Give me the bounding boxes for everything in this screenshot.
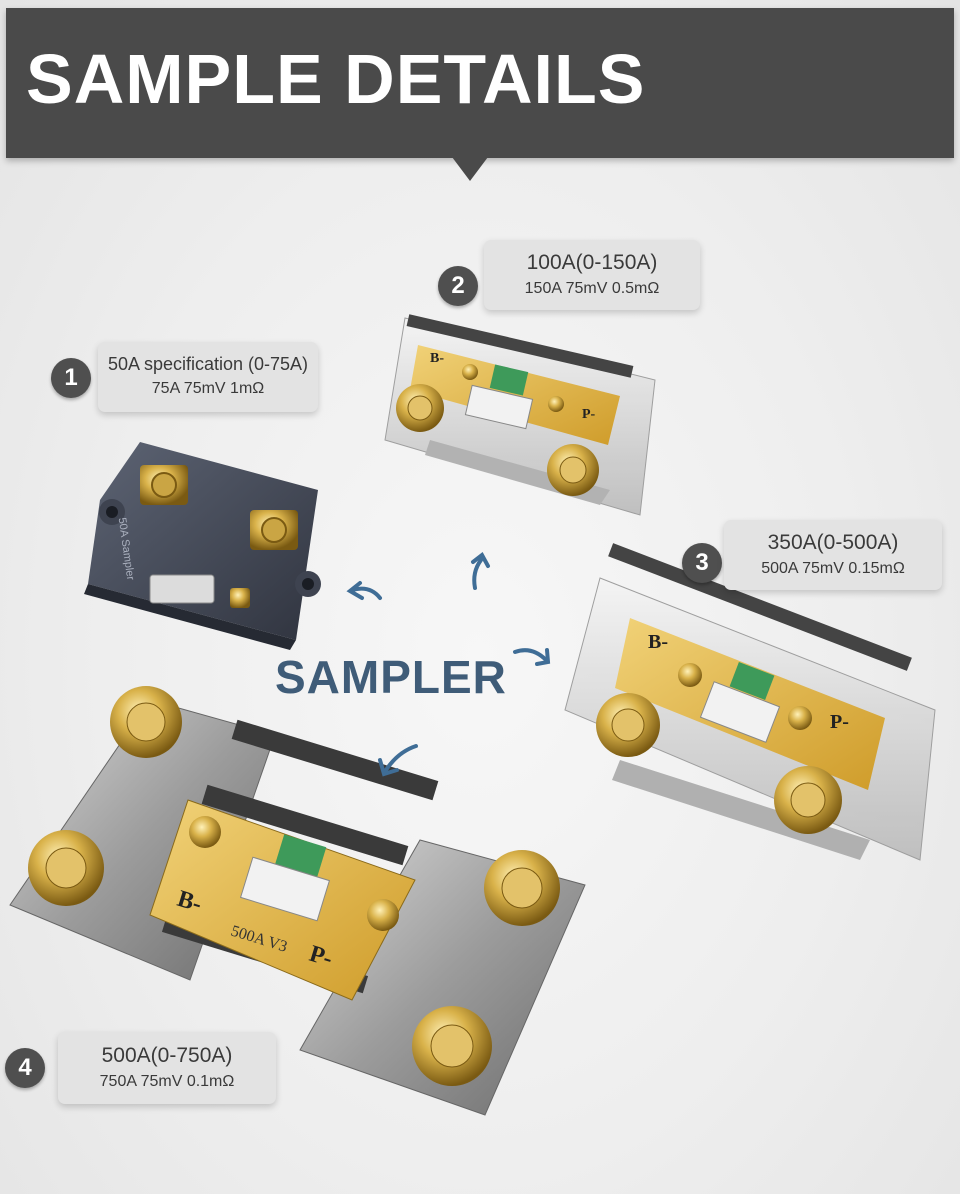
curved-arrow-icon [378, 744, 418, 777]
item-4-number-badge: 4 [5, 1048, 45, 1088]
item-2-terminal-p: P- [582, 407, 596, 422]
sampler-heading: SAMPLER [275, 651, 507, 703]
item-3-spec-label: 350A(0-500A) 500A 75mV 0.15mΩ [724, 520, 942, 590]
item-3-terminal-p: P- [830, 711, 849, 733]
item-1-number-badge: 1 [51, 358, 91, 398]
item-1-rating: 50A specification (0-75A) [107, 353, 309, 374]
item-1-sampler-image: 50A Sampler [84, 442, 321, 650]
item-2-terminal-b: B- [430, 351, 444, 366]
item-3-terminal-b: B- [648, 631, 668, 653]
curved-arrow-icon [346, 581, 382, 600]
item-4-shunt-image: B- P- 500A V3 [9, 686, 586, 1116]
item-1-spec: 75A 75mV 1mΩ [151, 380, 265, 398]
item-3-number-badge: 3 [682, 543, 722, 583]
item-2-spec: 150A 75mV 0.5mΩ [524, 280, 660, 298]
item-3-sampler-image: B- P- [564, 543, 936, 861]
item-4-spec-label: 500A(0-750A) 750A 75mV 0.1mΩ [58, 1032, 276, 1104]
item-4-spec: 750A 75mV 0.1mΩ [99, 1073, 235, 1091]
item-1-spec-label: 50A specification (0-75A) 75A 75mV 1mΩ [98, 342, 318, 412]
title-banner [6, 8, 954, 158]
item-3-rating: 350A(0-500A) [767, 531, 899, 554]
item-2-number-badge: 2 [438, 266, 478, 306]
curved-arrow-icon [471, 551, 490, 590]
banner-pointer [452, 157, 488, 181]
item-3-spec: 500A 75mV 0.15mΩ [761, 560, 905, 578]
item-2-spec-label: 100A(0-150A) 150A 75mV 0.5mΩ [484, 240, 700, 310]
item-2-rating: 100A(0-150A) [526, 251, 658, 274]
page-title: SAMPLE DETAILS [26, 40, 646, 118]
curved-arrow-icon [513, 648, 551, 666]
item-2-sampler-image: B- P- [384, 314, 656, 516]
item-4-rating: 500A(0-750A) [101, 1044, 233, 1067]
